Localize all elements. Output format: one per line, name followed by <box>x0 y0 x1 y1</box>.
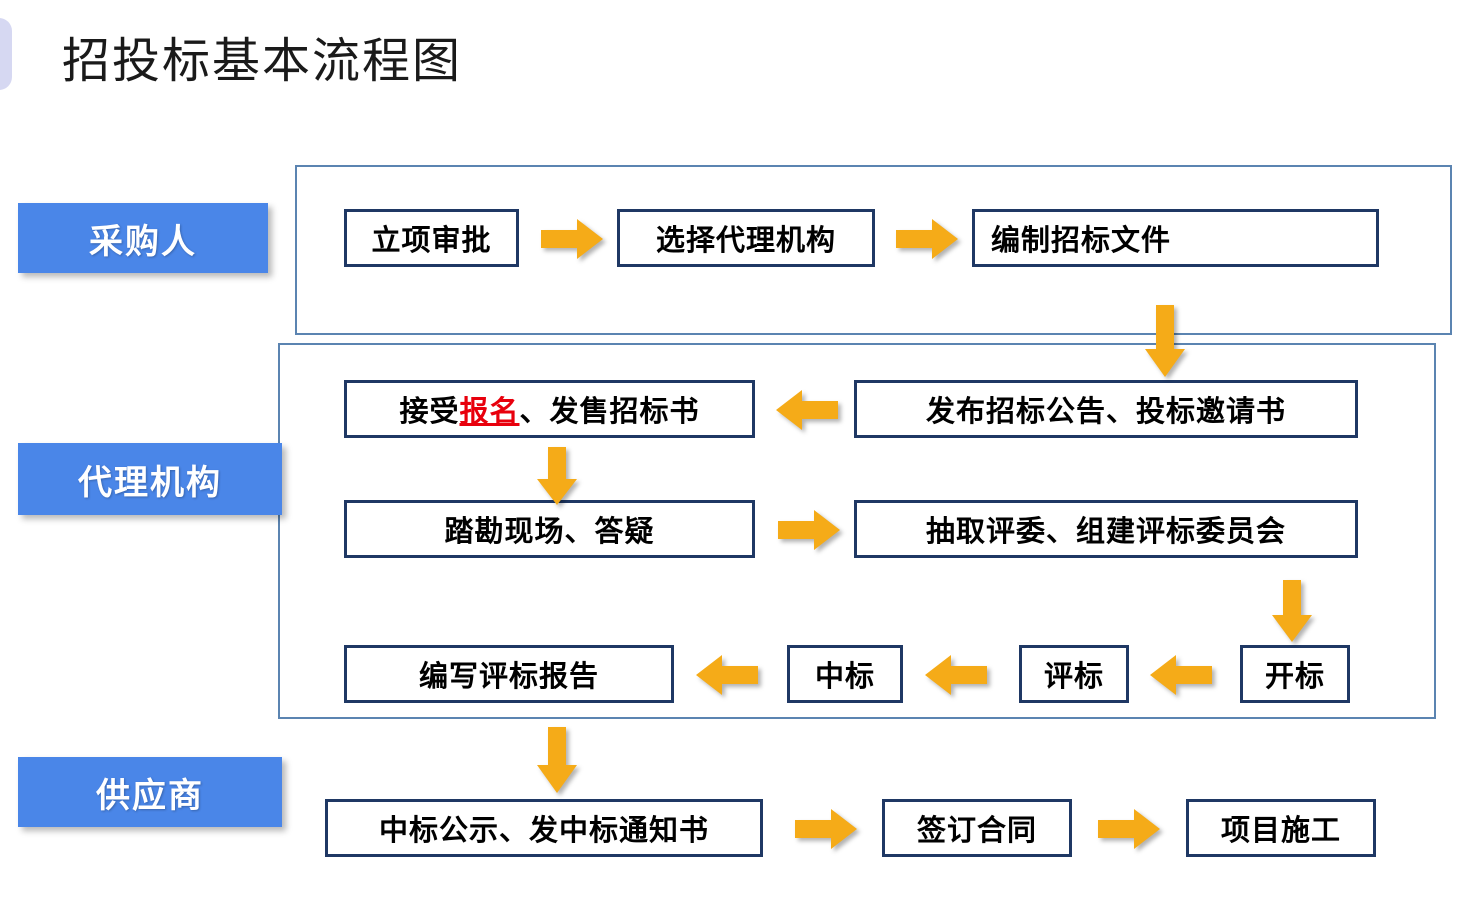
arrow-left-icon <box>1150 655 1212 695</box>
process-box-bid-opening[interactable]: 开标 <box>1240 645 1350 703</box>
process-box-prepare-tender-docs[interactable]: 编制招标文件 <box>972 209 1379 267</box>
process-box-project-construction[interactable]: 项目施工 <box>1186 799 1376 857</box>
process-box-project-approval[interactable]: 立项审批 <box>344 209 519 267</box>
process-box-write-evaluation-report[interactable]: 编写评标报告 <box>344 645 674 703</box>
arrow-right-icon <box>795 809 857 849</box>
process-box-select-evaluation-committee[interactable]: 抽取评委、组建评标委员会 <box>854 500 1358 558</box>
arrow-left-icon <box>925 655 987 695</box>
role-badge-supplier: 供应商 <box>18 757 282 827</box>
process-box-accept-registration[interactable]: 接受报名、发售招标书 <box>344 380 755 438</box>
role-badge-agency: 代理机构 <box>18 443 282 515</box>
process-box-publicity-and-notice[interactable]: 中标公示、发中标通知书 <box>325 799 763 857</box>
arrow-right-icon <box>541 219 603 259</box>
arrow-right-icon <box>778 510 840 550</box>
arrow-down-icon <box>537 727 577 793</box>
arrow-down-icon <box>1272 580 1312 642</box>
arrow-right-icon <box>1098 809 1160 849</box>
decorative-corner-accent <box>0 18 12 90</box>
arrow-left-icon <box>696 655 758 695</box>
page-title: 招投标基本流程图 <box>62 35 463 88</box>
role-badge-buyer: 采购人 <box>18 203 268 273</box>
label-segment-post: 、发售招标书 <box>519 396 700 428</box>
process-box-award-winning-bid[interactable]: 中标 <box>787 645 903 703</box>
process-box-sign-contract[interactable]: 签订合同 <box>882 799 1072 857</box>
process-box-bid-evaluation[interactable]: 评标 <box>1019 645 1129 703</box>
label-segment-pre: 接受 <box>399 396 460 428</box>
arrow-down-icon <box>537 447 577 505</box>
arrow-right-icon <box>896 219 958 259</box>
process-box-select-agency[interactable]: 选择代理机构 <box>617 209 875 267</box>
process-box-site-survey-qa[interactable]: 踏勘现场、答疑 <box>344 500 755 558</box>
arrow-left-icon <box>776 390 838 430</box>
arrow-down-icon <box>1145 305 1185 377</box>
label-segment-highlight-registration: 报名 <box>459 396 520 428</box>
process-box-publish-tender-notice[interactable]: 发布招标公告、投标邀请书 <box>854 380 1358 438</box>
